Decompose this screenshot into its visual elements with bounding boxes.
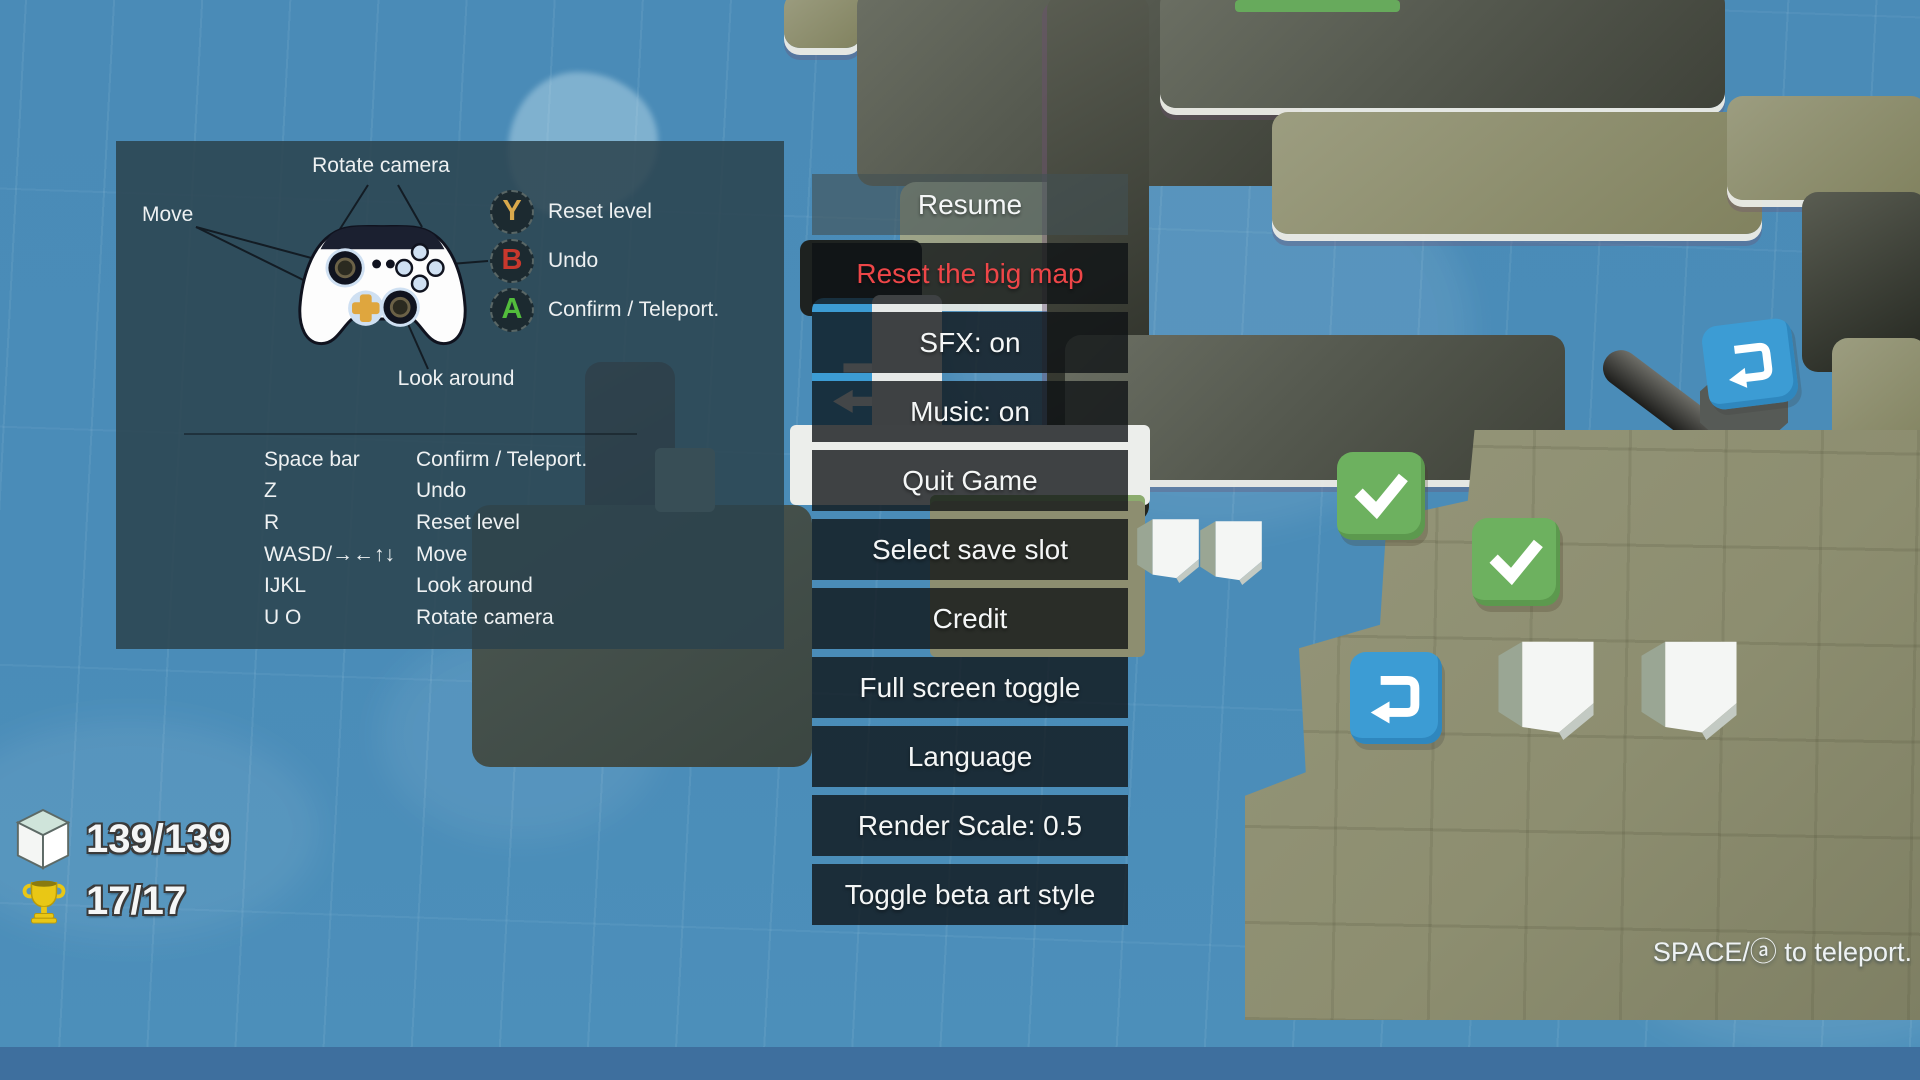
keyboard-action: Look around [416, 574, 533, 598]
white-cube [1133, 512, 1203, 584]
keyboard-binding-row: WASD/→←↑↓ Move [264, 539, 724, 571]
trophy-counter-icon [22, 880, 66, 924]
gamepad-button-icon: Y [490, 189, 534, 234]
menu-item-label: Reset the big map [856, 257, 1084, 289]
grass-strip [1235, 0, 1400, 12]
gamepad-button-b: B Undo [490, 236, 719, 285]
look-around-label: Look around [397, 367, 515, 390]
menu-item-label: Select save slot [871, 533, 1069, 565]
keyboard-binding-row: Z Undo [264, 476, 724, 508]
keyboard-key: Space bar [264, 447, 360, 471]
menu-item-label: Quit Game [902, 464, 1038, 496]
gamepad-illustration [298, 224, 467, 346]
pause-menu: Resume Reset the big map SFX: on Music: … [812, 174, 1128, 933]
menu-item-credit[interactable]: Credit [812, 588, 1128, 649]
checkmark-tile [1472, 518, 1560, 606]
keyboard-binding-row: Space bar Confirm / Teleport. [264, 444, 724, 476]
voxel-wall [1727, 96, 1920, 200]
keyboard-key: R [264, 510, 280, 534]
white-cube [1487, 632, 1605, 740]
keyboard-binding-row: R Reset level [264, 507, 724, 539]
menu-item-label: Render Scale: 0.5 [857, 809, 1083, 841]
keyboard-bindings: Space bar Confirm / Teleport. Z Undo R R… [264, 444, 724, 634]
keyboard-action: Move [416, 542, 468, 566]
panel-divider [184, 433, 637, 435]
keyboard-action: Rotate camera [416, 605, 554, 629]
keyboard-action: Undo [416, 479, 467, 503]
menu-item-select-save-slot[interactable]: Select save slot [812, 519, 1128, 580]
trophy-counter-value: 17/17 [86, 878, 187, 923]
keyboard-key: WASD/→←↑↓ [264, 542, 396, 566]
rotate-camera-label: Rotate camera [312, 154, 450, 177]
menu-item-resume[interactable]: Resume [812, 174, 1128, 235]
teleport-tile [1350, 652, 1442, 744]
voxel-wall [1272, 112, 1762, 234]
menu-item-quit-game[interactable]: Quit Game [812, 450, 1128, 511]
hud-counters: 139/139 17/17 [14, 808, 231, 926]
controls-panel: Rotate camera Move Look around Y Reset l… [116, 141, 784, 649]
menu-item-label: Language [907, 740, 1033, 772]
menu-item-sfx-on[interactable]: SFX: on [812, 312, 1128, 373]
menu-item-toggle-beta-art-style[interactable]: Toggle beta art style [812, 864, 1128, 925]
gamepad-button-icon: B [490, 238, 534, 283]
white-cube [1628, 632, 1750, 740]
menu-item-reset-the-big-map[interactable]: Reset the big map [812, 243, 1128, 304]
cube-counter-row: 139/139 [14, 808, 231, 870]
gamepad-button-a: A Confirm / Teleport. [490, 285, 719, 334]
move-label: Move [142, 203, 194, 226]
water-bottom-band [0, 1047, 1920, 1080]
menu-item-label: Music: on [910, 395, 1030, 427]
white-cube [1196, 514, 1266, 586]
teleport-hint: SPACE/ⓐ to teleport. [1652, 937, 1912, 967]
gamepad-button-icon: A [490, 287, 534, 332]
menu-item-label: Resume [917, 188, 1023, 220]
voxel-block [784, 0, 862, 48]
menu-item-label: Full screen toggle [859, 671, 1081, 703]
menu-item-music-on[interactable]: Music: on [812, 381, 1128, 442]
keyboard-action: Confirm / Teleport. [416, 447, 588, 471]
cube-counter-icon [15, 808, 71, 870]
cube-counter-value: 139/139 [86, 816, 231, 861]
checkmark-tile [1337, 452, 1425, 540]
gamepad-button-action: Reset level [548, 199, 652, 223]
menu-item-label: SFX: on [919, 326, 1021, 358]
gamepad-button-action: Confirm / Teleport. [548, 297, 720, 321]
gamepad-button-action: Undo [548, 248, 599, 272]
gamepad-button-y: Y Reset level [490, 187, 719, 236]
voxel-wall [1160, 0, 1725, 108]
trophy-counter-row: 17/17 [14, 876, 231, 926]
gamepad-legend: Y Reset level B Undo A Confirm / Telepor… [490, 187, 719, 334]
menu-item-label: Credit [932, 602, 1008, 634]
keyboard-binding-row: U O Rotate camera [264, 602, 724, 634]
menu-item-language[interactable]: Language [812, 726, 1128, 787]
keyboard-key: IJKL [264, 574, 307, 598]
teleport-tile [1700, 316, 1800, 412]
keyboard-key: U O [264, 605, 302, 629]
keyboard-key: Z [264, 479, 277, 503]
menu-item-full-screen-toggle[interactable]: Full screen toggle [812, 657, 1128, 718]
keyboard-action: Reset level [416, 510, 520, 534]
keyboard-binding-row: IJKL Look around [264, 570, 724, 602]
menu-item-render-scale-0-5[interactable]: Render Scale: 0.5 [812, 795, 1128, 856]
menu-item-label: Toggle beta art style [844, 878, 1096, 910]
